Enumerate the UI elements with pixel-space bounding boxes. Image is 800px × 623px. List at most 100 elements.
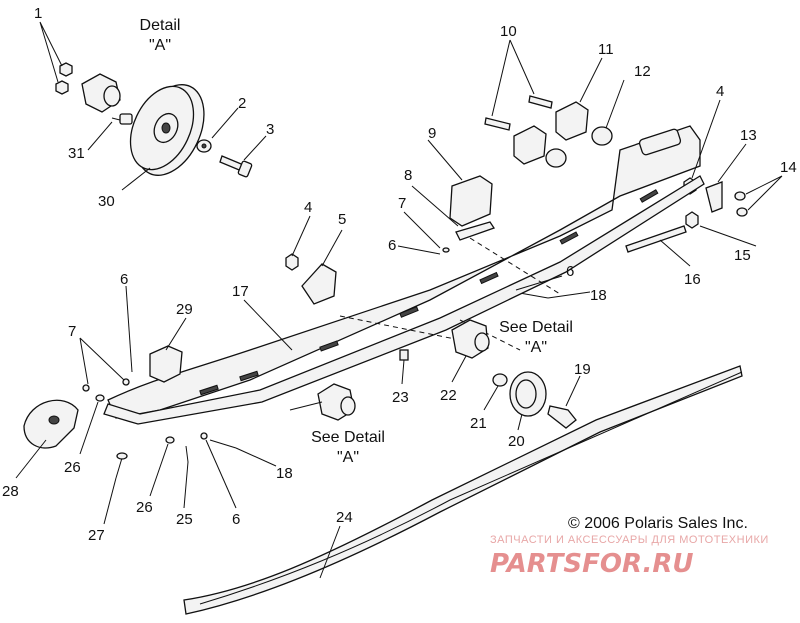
- washer-part-26b: [165, 436, 175, 444]
- block-part-11b: [513, 125, 547, 165]
- bolt-part-27-shaft: [115, 457, 123, 479]
- wheel-part-20-hub: [515, 379, 537, 409]
- rail-lower-edge: [103, 175, 705, 425]
- callout-4-mid: 4: [304, 199, 312, 216]
- watermark-brand: PARTSFOR.RU: [490, 549, 693, 579]
- nut-part-15: [685, 211, 699, 229]
- rail-slot-2: [239, 370, 259, 382]
- block-part-11a: [555, 101, 589, 141]
- callout-26-left: 26: [64, 459, 81, 476]
- upper-rail-hardware: [285, 95, 748, 305]
- bumper-part-8: [455, 221, 496, 241]
- front-hardware: [23, 319, 577, 479]
- rail-slot-4: [399, 306, 419, 318]
- copyright-notice: © 2006 Polaris Sales Inc.: [568, 515, 748, 532]
- washer-part-21: [492, 373, 508, 387]
- nut-part-7b: [122, 378, 130, 386]
- washer-part-26a: [95, 394, 105, 402]
- nut-part-7a: [82, 384, 90, 392]
- block-part-9: [449, 175, 493, 227]
- callout-23: 23: [392, 389, 409, 406]
- see-detail-lower-line1: See Detail: [311, 429, 385, 446]
- plate-part-5: [301, 263, 337, 305]
- screw-part-14a: [734, 191, 746, 201]
- rail-slot-1: [199, 384, 219, 396]
- callout-16: 16: [684, 271, 701, 288]
- leader-lines: [15, 21, 783, 579]
- nut-part-4-left: [285, 253, 299, 271]
- callout-17: 17: [232, 283, 249, 300]
- watermark: ЗАПЧАСТИ И АКСЕССУАРЫ ДЛЯ МОТОТЕХНИКИ PA…: [490, 534, 769, 579]
- bushing-part-12a: [591, 126, 613, 146]
- callout-6-left: 6: [120, 271, 128, 288]
- bolt-part-27-head: [116, 452, 128, 460]
- callout-5: 5: [338, 211, 346, 228]
- rail-tip-part-28: [23, 399, 79, 449]
- callout-12: 12: [634, 63, 651, 80]
- nut-part-1a: [59, 62, 73, 77]
- screw-part-14b: [736, 207, 748, 217]
- callout-28: 28: [2, 483, 19, 500]
- bolt-31-head: [119, 113, 133, 125]
- rail-slot-7: [639, 189, 659, 203]
- callout-15: 15: [734, 247, 751, 264]
- callout-21: 21: [470, 415, 487, 432]
- callout-18-mid: 18: [590, 287, 607, 304]
- callout-24: 24: [336, 509, 353, 526]
- nut-part-1b: [55, 80, 69, 95]
- rail-slot-5: [479, 271, 499, 285]
- see-detail-upper-line1: See Detail: [499, 319, 573, 336]
- spacer-part-23: [399, 349, 409, 361]
- callout-11: 11: [598, 41, 614, 58]
- callout-6-mid: 6: [566, 263, 574, 280]
- callout-18-bottom: 18: [276, 465, 293, 482]
- wear-strip-part-24: [183, 365, 743, 615]
- callout-2: 2: [238, 95, 246, 112]
- callout-7-top: 7: [398, 195, 406, 212]
- rail-slot-6: [559, 231, 579, 245]
- bolt-part-25: [185, 445, 189, 463]
- callout-13: 13: [740, 127, 757, 144]
- idler-wheel-bore: [161, 122, 171, 134]
- callout-20: 20: [508, 433, 525, 450]
- watermark-tagline: ЗАПЧАСТИ И АКСЕССУАРЫ ДЛЯ МОТОТЕХНИКИ: [490, 534, 769, 546]
- callout-10: 10: [500, 23, 517, 40]
- rail-rear-window: [638, 128, 682, 156]
- see-detail-lower-line2: "A": [337, 449, 359, 466]
- callout-6-top: 6: [388, 237, 396, 254]
- callout-9: 9: [428, 125, 436, 142]
- see-detail-labels: See Detail "A" See Detail "A": [311, 319, 573, 466]
- detail-ref: "A": [149, 37, 171, 54]
- rail-body: [107, 125, 701, 419]
- detail-a-heading: Detail "A": [140, 17, 181, 54]
- bracket-boss: [103, 85, 121, 107]
- washer-part-6-lower: [200, 432, 208, 440]
- bushing-part-12b: [545, 148, 567, 168]
- bolt-part-18-lower: [209, 439, 237, 449]
- callout-numbers: 1 2 3 31 30 10 11 12 9 4 13 14 8 7 6 5 4…: [2, 5, 797, 544]
- callout-6-bottom: 6: [232, 511, 240, 528]
- callout-4-top: 4: [716, 83, 724, 100]
- callout-3: 3: [266, 121, 274, 138]
- callout-31: 31: [68, 145, 85, 162]
- bolt-part-19: [547, 405, 577, 429]
- washer-part-2-hole: [201, 143, 207, 149]
- callout-8: 8: [404, 167, 412, 184]
- callout-7-left: 7: [68, 323, 76, 340]
- callout-22: 22: [440, 387, 457, 404]
- detail-a-assembly: [55, 62, 253, 178]
- bolt-part-10a: [484, 117, 511, 131]
- washer-part-6-upper: [442, 247, 450, 253]
- callout-14: 14: [780, 159, 797, 176]
- callout-19: 19: [574, 361, 591, 378]
- bracket-part-22-boss: [474, 332, 490, 352]
- bracket-part-13: [705, 181, 723, 213]
- see-detail-upper-line2: "A": [525, 339, 547, 356]
- wear-strip-edge: [199, 371, 743, 605]
- slide-rail-part-17: [103, 125, 705, 425]
- callout-25: 25: [176, 511, 193, 528]
- callout-27: 27: [88, 527, 105, 544]
- lower-bracket-boss: [340, 396, 356, 416]
